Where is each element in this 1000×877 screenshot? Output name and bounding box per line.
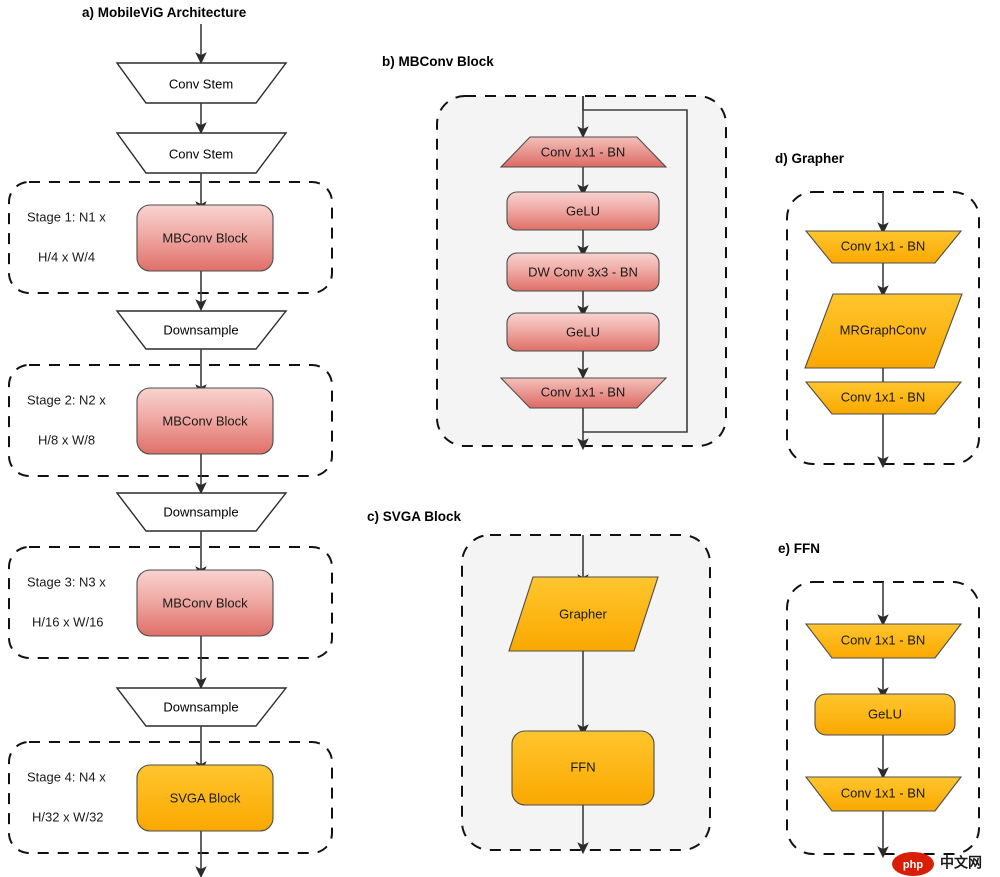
node-downsample-2[interactable]: Downsample [115, 492, 288, 532]
node-e-conv2[interactable]: Conv 1x1 - BN [804, 776, 963, 812]
stage-4-repeat-label: Stage 4: N4 x [27, 769, 106, 784]
stage1-block-label: MBConv Block [162, 230, 248, 245]
conv-stem-1-shape [115, 62, 288, 104]
node-c-ffn[interactable]: FFN [511, 730, 655, 806]
conv-stem-2-shape [115, 132, 288, 174]
stage-3-container [8, 546, 333, 659]
node-conv-stem-1[interactable]: Conv Stem [115, 62, 288, 104]
b-dwconv-label: DW Conv 3x3 - BN [528, 264, 638, 279]
stage-4-group: Stage 4: N4 x H/32 x W/32 SVGA Block [8, 741, 333, 854]
b-conv2-label: Conv 1x1 - BN [541, 384, 626, 399]
b-conv1-shape [499, 136, 668, 168]
b-conv2-shape [499, 377, 668, 409]
c-ffn-label: FFN [570, 759, 595, 774]
e-gelu-shape [814, 693, 956, 736]
node-b-gelu2[interactable]: GeLU [506, 312, 660, 352]
panel-a-title: a) MobileViG Architecture [82, 5, 247, 20]
d-mrgraphconv-label: MRGraphConv [840, 322, 927, 337]
watermark-text: 中文网 [940, 855, 982, 871]
e-gelu-label: GeLU [868, 706, 902, 721]
stage-4-resolution-label: H/32 x W/32 [32, 809, 104, 824]
stage1-block-shape [136, 204, 274, 272]
panel-e-title: e) FFN [778, 541, 820, 556]
node-c-grapher[interactable]: Grapher [508, 576, 659, 652]
node-b-conv1[interactable]: Conv 1x1 - BN [499, 136, 668, 168]
stage-3-resolution-label: H/16 x W/16 [32, 614, 104, 629]
d-conv2-label: Conv 1x1 - BN [841, 389, 926, 404]
watermark-badge-label: php [903, 859, 923, 871]
conv-stem-1-label: Conv Stem [169, 76, 233, 91]
stage4-block-shape [136, 764, 274, 832]
stage4-block-label: SVGA Block [170, 790, 241, 805]
node-stage4-block[interactable]: SVGA Block [136, 764, 274, 832]
stage-3-repeat-label: Stage 3: N3 x [27, 574, 106, 589]
node-b-conv2[interactable]: Conv 1x1 - BN [499, 377, 668, 409]
watermark-badge-shape [892, 852, 934, 876]
stage-1-group: Stage 1: N1 x H/4 x W/4 MBConv Block [8, 181, 333, 294]
c-grapher-shape [508, 576, 659, 652]
stage-4-container [8, 741, 333, 854]
stage3-block-label: MBConv Block [162, 595, 248, 610]
downsample-1-shape [115, 310, 288, 350]
stage-1-container [8, 181, 333, 294]
stage2-block-shape [136, 387, 274, 455]
node-e-conv1[interactable]: Conv 1x1 - BN [804, 623, 963, 659]
d-conv1-shape [804, 230, 963, 264]
downsample-3-shape [115, 687, 288, 727]
downsample-3-label: Downsample [163, 699, 238, 714]
node-conv-stem-2[interactable]: Conv Stem [115, 132, 288, 174]
panel-b-title: b) MBConv Block [382, 54, 494, 69]
e-conv2-shape [804, 776, 963, 812]
node-d-conv1[interactable]: Conv 1x1 - BN [804, 230, 963, 264]
e-conv1-label: Conv 1x1 - BN [841, 632, 926, 647]
node-stage3-block[interactable]: MBConv Block [136, 569, 274, 637]
panel-d-title: d) Grapher [775, 151, 845, 166]
stage-2-container [8, 364, 333, 477]
b-gelu2-label: GeLU [566, 324, 600, 339]
b-conv1-label: Conv 1x1 - BN [541, 144, 626, 159]
e-conv1-shape [804, 623, 963, 659]
conv-stem-2-label: Conv Stem [169, 146, 233, 161]
d-conv2-shape [804, 381, 963, 415]
node-downsample-1[interactable]: Downsample [115, 310, 288, 350]
e-conv2-label: Conv 1x1 - BN [841, 785, 926, 800]
node-d-conv2[interactable]: Conv 1x1 - BN [804, 381, 963, 415]
stage3-block-shape [136, 569, 274, 637]
d-mrgraphconv-shape [804, 293, 963, 369]
node-b-dwconv[interactable]: DW Conv 3x3 - BN [506, 252, 660, 292]
node-downsample-3[interactable]: Downsample [115, 687, 288, 727]
stage-2-resolution-label: H/8 x W/8 [38, 432, 95, 447]
stage-2-repeat-label: Stage 2: N2 x [27, 392, 106, 407]
node-d-mrgraphconv[interactable]: MRGraphConv [804, 293, 963, 369]
node-stage2-block[interactable]: MBConv Block [136, 387, 274, 455]
node-b-gelu1[interactable]: GeLU [506, 191, 660, 231]
watermark: php 中文网 [892, 852, 982, 876]
stage-3-group: Stage 3: N3 x H/16 x W/16 MBConv Block [8, 546, 333, 659]
node-stage1-block[interactable]: MBConv Block [136, 204, 274, 272]
downsample-2-shape [115, 492, 288, 532]
stage-1-resolution-label: H/4 x W/4 [38, 249, 95, 264]
panel-c-title: c) SVGA Block [367, 509, 462, 524]
stage2-block-label: MBConv Block [162, 413, 248, 428]
downsample-2-label: Downsample [163, 504, 238, 519]
node-e-gelu[interactable]: GeLU [814, 693, 956, 736]
downsample-1-label: Downsample [163, 322, 238, 337]
d-conv1-label: Conv 1x1 - BN [841, 238, 926, 253]
stage-1-repeat-label: Stage 1: N1 x [27, 209, 106, 224]
c-grapher-label: Grapher [559, 606, 607, 621]
b-gelu1-label: GeLU [566, 203, 600, 218]
stage-2-group: Stage 2: N2 x H/8 x W/8 MBConv Block [8, 364, 333, 477]
